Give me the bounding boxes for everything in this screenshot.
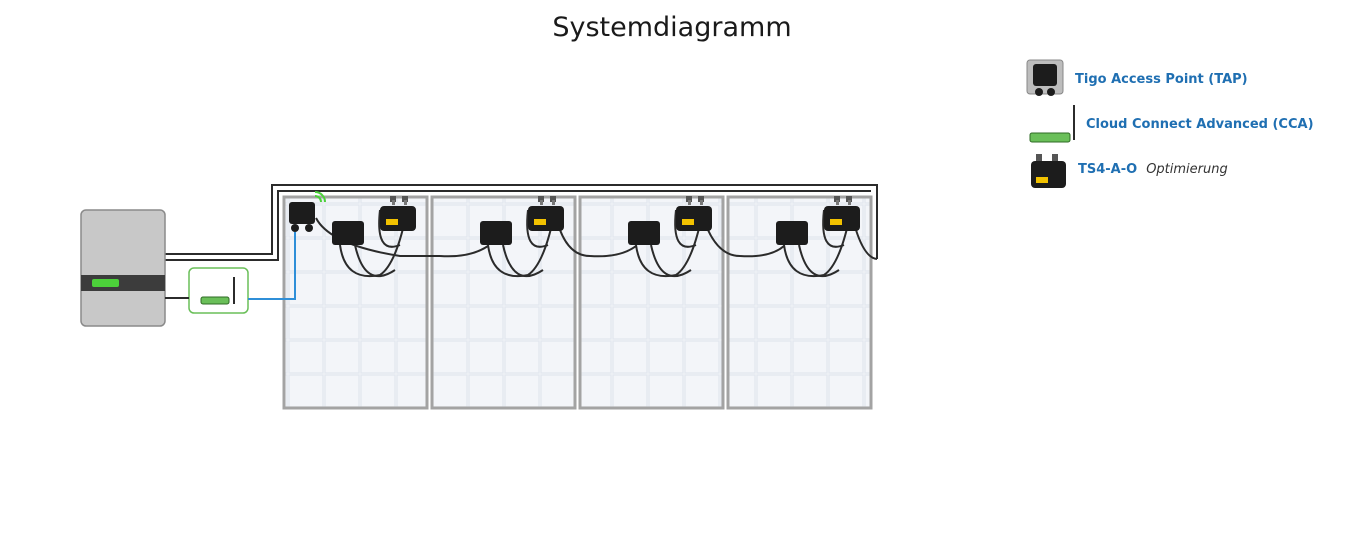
return-cable	[165, 190, 871, 261]
panel-1-devices	[315, 196, 440, 278]
cca-device	[188, 267, 249, 314]
legend-optimizer-label: TS4-A-O	[1078, 162, 1138, 177]
string-cable	[165, 184, 878, 259]
optimizer-legend-icon	[1031, 154, 1066, 188]
panel-2-devices	[439, 196, 591, 278]
tap-legend-icon	[1026, 59, 1064, 96]
inverter	[80, 209, 166, 327]
tap-device	[289, 191, 326, 232]
legend-optimizer: TS4-A-O Optimierung	[1078, 162, 1228, 177]
legend-tap: Tigo Access Point (TAP)	[1075, 72, 1248, 87]
cca-legend-icon	[1029, 105, 1075, 143]
legend-tap-label: Tigo Access Point (TAP)	[1075, 72, 1248, 87]
legend-cca-label: Cloud Connect Advanced (CCA)	[1086, 117, 1314, 132]
panel-4-devices	[739, 196, 878, 278]
legend-optimizer-desc: Optimierung	[1146, 162, 1228, 177]
panel-3-devices	[589, 196, 741, 278]
panel-2	[430, 195, 577, 410]
data-line	[248, 232, 296, 300]
page-title: Systemdiagramm	[552, 12, 792, 43]
legend-cca: Cloud Connect Advanced (CCA)	[1086, 117, 1314, 132]
panel-4	[726, 195, 873, 410]
